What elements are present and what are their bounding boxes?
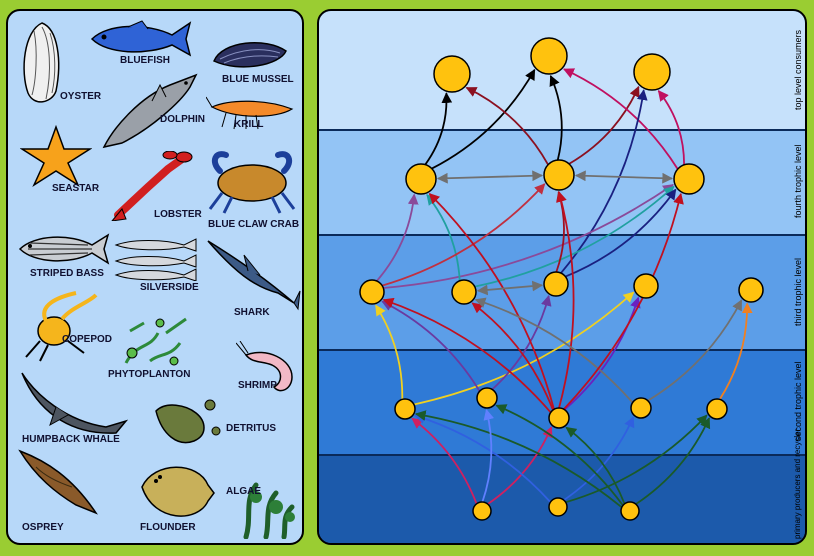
bluefish-icon [88,19,194,59]
shark-label: SHARK [234,307,270,318]
edge-h3-t3 [560,89,648,274]
edge-f2-t1 [465,86,549,166]
node-f2 [543,159,575,191]
blue-mussel-label: BLUE MUSSEL [222,74,294,85]
node-s1 [394,398,416,420]
copepod-label: COPEPOD [62,334,113,345]
edge-s3-f1 [428,192,555,410]
edge-f3-t2 [563,68,679,170]
detritus-icon [146,391,226,447]
edge-h3-f3 [565,188,677,278]
edge-p2-s1 [414,413,552,503]
edge-h1-f3 [383,183,674,289]
edge-s3-f3 [563,192,684,410]
edge-f1-t2 [431,68,536,170]
node-h3 [543,271,569,297]
silverside-icon [112,237,200,281]
dolphin-label: DOLPHIN [160,114,205,125]
edge-f2-f3-bidirectional [574,170,674,184]
edge-s1-h4 [413,291,635,406]
flounder-label: FLOUNDER [140,522,196,533]
node-t2 [530,37,568,75]
edge-p3-s2 [495,404,624,506]
phytoplankton-icon [120,313,196,369]
node-s4 [630,397,652,419]
shrimp-icon [236,341,302,399]
edge-p2-s5 [565,414,708,504]
edge-f1-f2-bidirectional [436,170,544,184]
phytoplanton-label: PHYTOPLANTON [108,369,191,380]
node-p2 [548,497,568,517]
whale-icon [16,365,128,435]
oyster-icon [20,21,64,107]
detritus-label: DETRITUS [226,423,276,434]
edge-s4-h2 [474,297,634,404]
node-f1 [405,163,437,195]
bluefish-label: BLUEFISH [120,55,170,66]
edge-f2-t2 [549,74,563,161]
edge-f3-t3 [657,90,685,165]
shrimp-label: SHRIMP [238,380,277,391]
edge-p1-s2 [481,408,495,503]
edge-p3-s5 [635,417,711,505]
osprey-label: OSPREY [22,522,64,533]
node-f3 [673,163,705,195]
node-t1 [433,55,471,93]
blue-mussel-icon [210,35,290,75]
seastar-label: SEASTAR [52,183,100,194]
edge-s3-h2 [471,302,554,411]
edge-s2-h1 [381,300,481,392]
edge-p1-s3 [487,426,553,505]
edge-s2-h3 [491,294,552,391]
lobster-icon [108,151,194,221]
flounder-icon [138,457,216,527]
striped-bass-label: STRIPED BASS [30,268,104,279]
silverside-label: SILVERSIDE [140,282,199,293]
edge-s1-h1 [375,304,404,400]
node-h5 [738,277,764,303]
food-web-diagram [359,37,764,521]
krill-icon [206,93,298,133]
lobster-label: LOBSTER [154,209,202,220]
node-s5 [706,398,728,420]
dolphin-icon [100,67,204,151]
edge-s4-h5 [647,299,743,402]
crab-icon [208,149,296,215]
edge-p2-s4 [563,416,635,501]
edge-h2-f3 [474,185,675,288]
algae-label: ALGAE [226,486,261,497]
seastar-icon [20,125,92,187]
edge-s3-h1 [382,297,552,414]
food-web-panel: top level consumers fourth trophic level… [317,9,807,545]
node-p3 [620,501,640,521]
node-t3 [633,53,671,91]
edge-p3-s3 [565,426,626,505]
node-s2 [476,387,498,409]
humpback-whale-label: HUMPBACK WHALE [22,434,120,445]
edge-f2-t3 [568,85,640,165]
edge-f1-t1 [424,92,453,166]
band-top-level [319,11,805,129]
blue-claw-crab-label: BLUE CLAW CRAB [208,219,300,230]
node-h2 [451,279,477,305]
edge-s3-f2 [556,190,575,409]
striped-bass-icon [18,231,110,267]
edge-h1-f1 [376,193,419,282]
node-h4 [633,273,659,299]
krill-label: KRILL [234,119,264,130]
edge-p1-s1 [411,417,478,505]
node-h1 [359,279,385,305]
shark-icon [204,237,302,311]
oyster-label: OYSTER [60,91,102,102]
edge-s5-h5 [718,302,753,400]
copepod-icon [18,291,98,363]
organism-legend-panel: OYSTER BLUEFISH BLUE MUSSEL DOLPHIN KRIL… [6,9,304,545]
node-s3 [548,407,570,429]
edge-s3-h4 [563,296,641,411]
algae-icon [236,477,298,539]
edge-h1-f2 [381,183,546,287]
node-p1 [472,501,492,521]
edge-h2-h3-bidirectional [476,280,544,296]
osprey-icon [16,447,102,519]
